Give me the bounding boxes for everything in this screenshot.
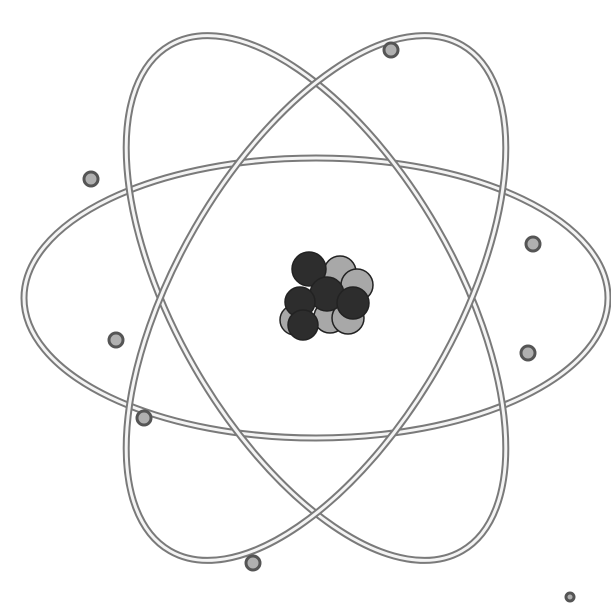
proton — [288, 310, 318, 340]
proton — [337, 287, 369, 319]
electron — [109, 333, 123, 347]
electron — [137, 411, 151, 425]
electron — [84, 172, 98, 186]
electron — [526, 237, 540, 251]
electron — [521, 346, 535, 360]
nucleus — [280, 252, 373, 340]
electron — [246, 556, 260, 570]
electron — [384, 43, 398, 57]
electron — [566, 593, 574, 601]
